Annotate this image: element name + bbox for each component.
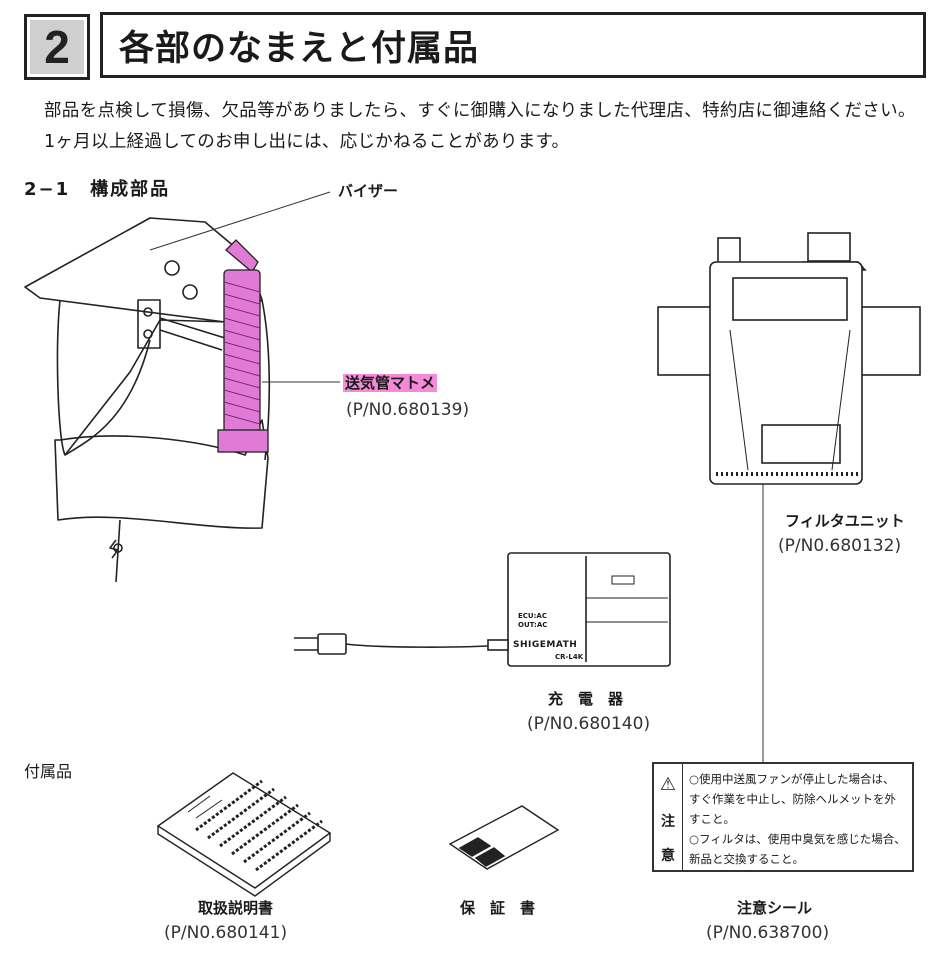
filter-unit-label: フィルタユニット — [785, 512, 905, 530]
air-tube-cover-label-text: 送気管マトメ — [343, 374, 438, 392]
section-number: 2 — [30, 20, 84, 74]
charger-spec1: ECU:AC — [518, 612, 547, 620]
leader-lines — [149, 191, 764, 762]
charger-panel-text: ECU:AC OUT:AC — [518, 612, 547, 630]
helmet-body — [56, 299, 231, 456]
charger-brand: SHIGEMATH — [513, 640, 578, 650]
caution-char-2: 意 — [661, 848, 675, 864]
charger-illustration — [294, 552, 671, 667]
section-title: 各部のなまえと付属品 — [100, 12, 926, 78]
accessories-heading: 付属品 — [24, 762, 73, 781]
warning-triangle-icon: ⚠ — [659, 774, 677, 795]
charger-part-no: (P/N0.680140) — [527, 714, 651, 734]
filter-unit-illustration — [657, 232, 921, 485]
visor-label: バイザー — [338, 182, 399, 200]
charger-spec2: OUT:AC — [518, 621, 548, 629]
caution-item-1: ○使用中送風ファンが停止した場合は、すぐ作業を中止し、防除ヘルメットを外すこと。 — [689, 772, 896, 826]
subsection-title: 2−1 構成部品 — [24, 179, 171, 200]
air-tube — [217, 239, 269, 453]
caution-seal-box: ⚠ 注 意 ○使用中送風ファンが停止した場合は、すぐ作業を中止し、防除ヘルメット… — [652, 762, 914, 872]
caution-seal-label: 注意シール — [737, 899, 813, 917]
manual-part-no: (P/N0.680141) — [164, 923, 288, 943]
caution-item-2: ○フィルタは、使用中臭気を感じた場合、新品と交換すること。 — [689, 832, 906, 866]
warranty-label: 保 証 書 — [460, 899, 536, 917]
charger-model: CR-L4K — [555, 653, 584, 661]
air-tube-cover-part-no: (P/N0.680139) — [346, 400, 470, 420]
caution-side: ⚠ 注 意 — [654, 764, 683, 870]
manual-illustration — [156, 772, 332, 897]
filter-unit-part-no: (P/N0.680132) — [778, 536, 902, 556]
caution-char-1: 注 — [661, 814, 675, 830]
caution-seal-part-no: (P/N0.638700) — [706, 923, 830, 943]
section-number-box: 2 — [24, 14, 90, 80]
warranty-illustration — [448, 805, 560, 870]
helmet-hood — [54, 419, 269, 529]
intro-paragraph: 部品を点検して損傷、欠品等がありましたら、すぐに御購入になりました代理店、特約店… — [44, 101, 916, 152]
charger-label: 充 電 器 — [548, 690, 624, 708]
manual-label: 取扱説明書 — [198, 899, 274, 917]
air-tube-cover-label: 送気管マトメ — [343, 372, 438, 393]
caution-body: ○使用中送風ファンが停止した場合は、すぐ作業を中止し、防除ヘルメットを外すこと。… — [683, 764, 912, 870]
